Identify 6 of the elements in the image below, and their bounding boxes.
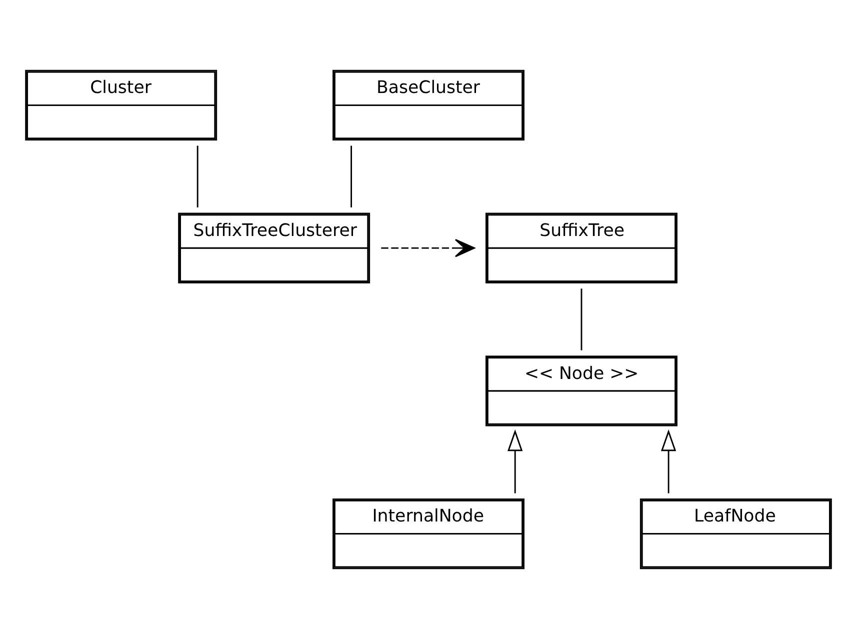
arrow <box>508 429 523 494</box>
arrow <box>660 429 676 494</box>
arrow <box>381 238 475 258</box>
connector <box>580 288 582 350</box>
connector <box>196 146 198 208</box>
connector <box>350 146 352 208</box>
